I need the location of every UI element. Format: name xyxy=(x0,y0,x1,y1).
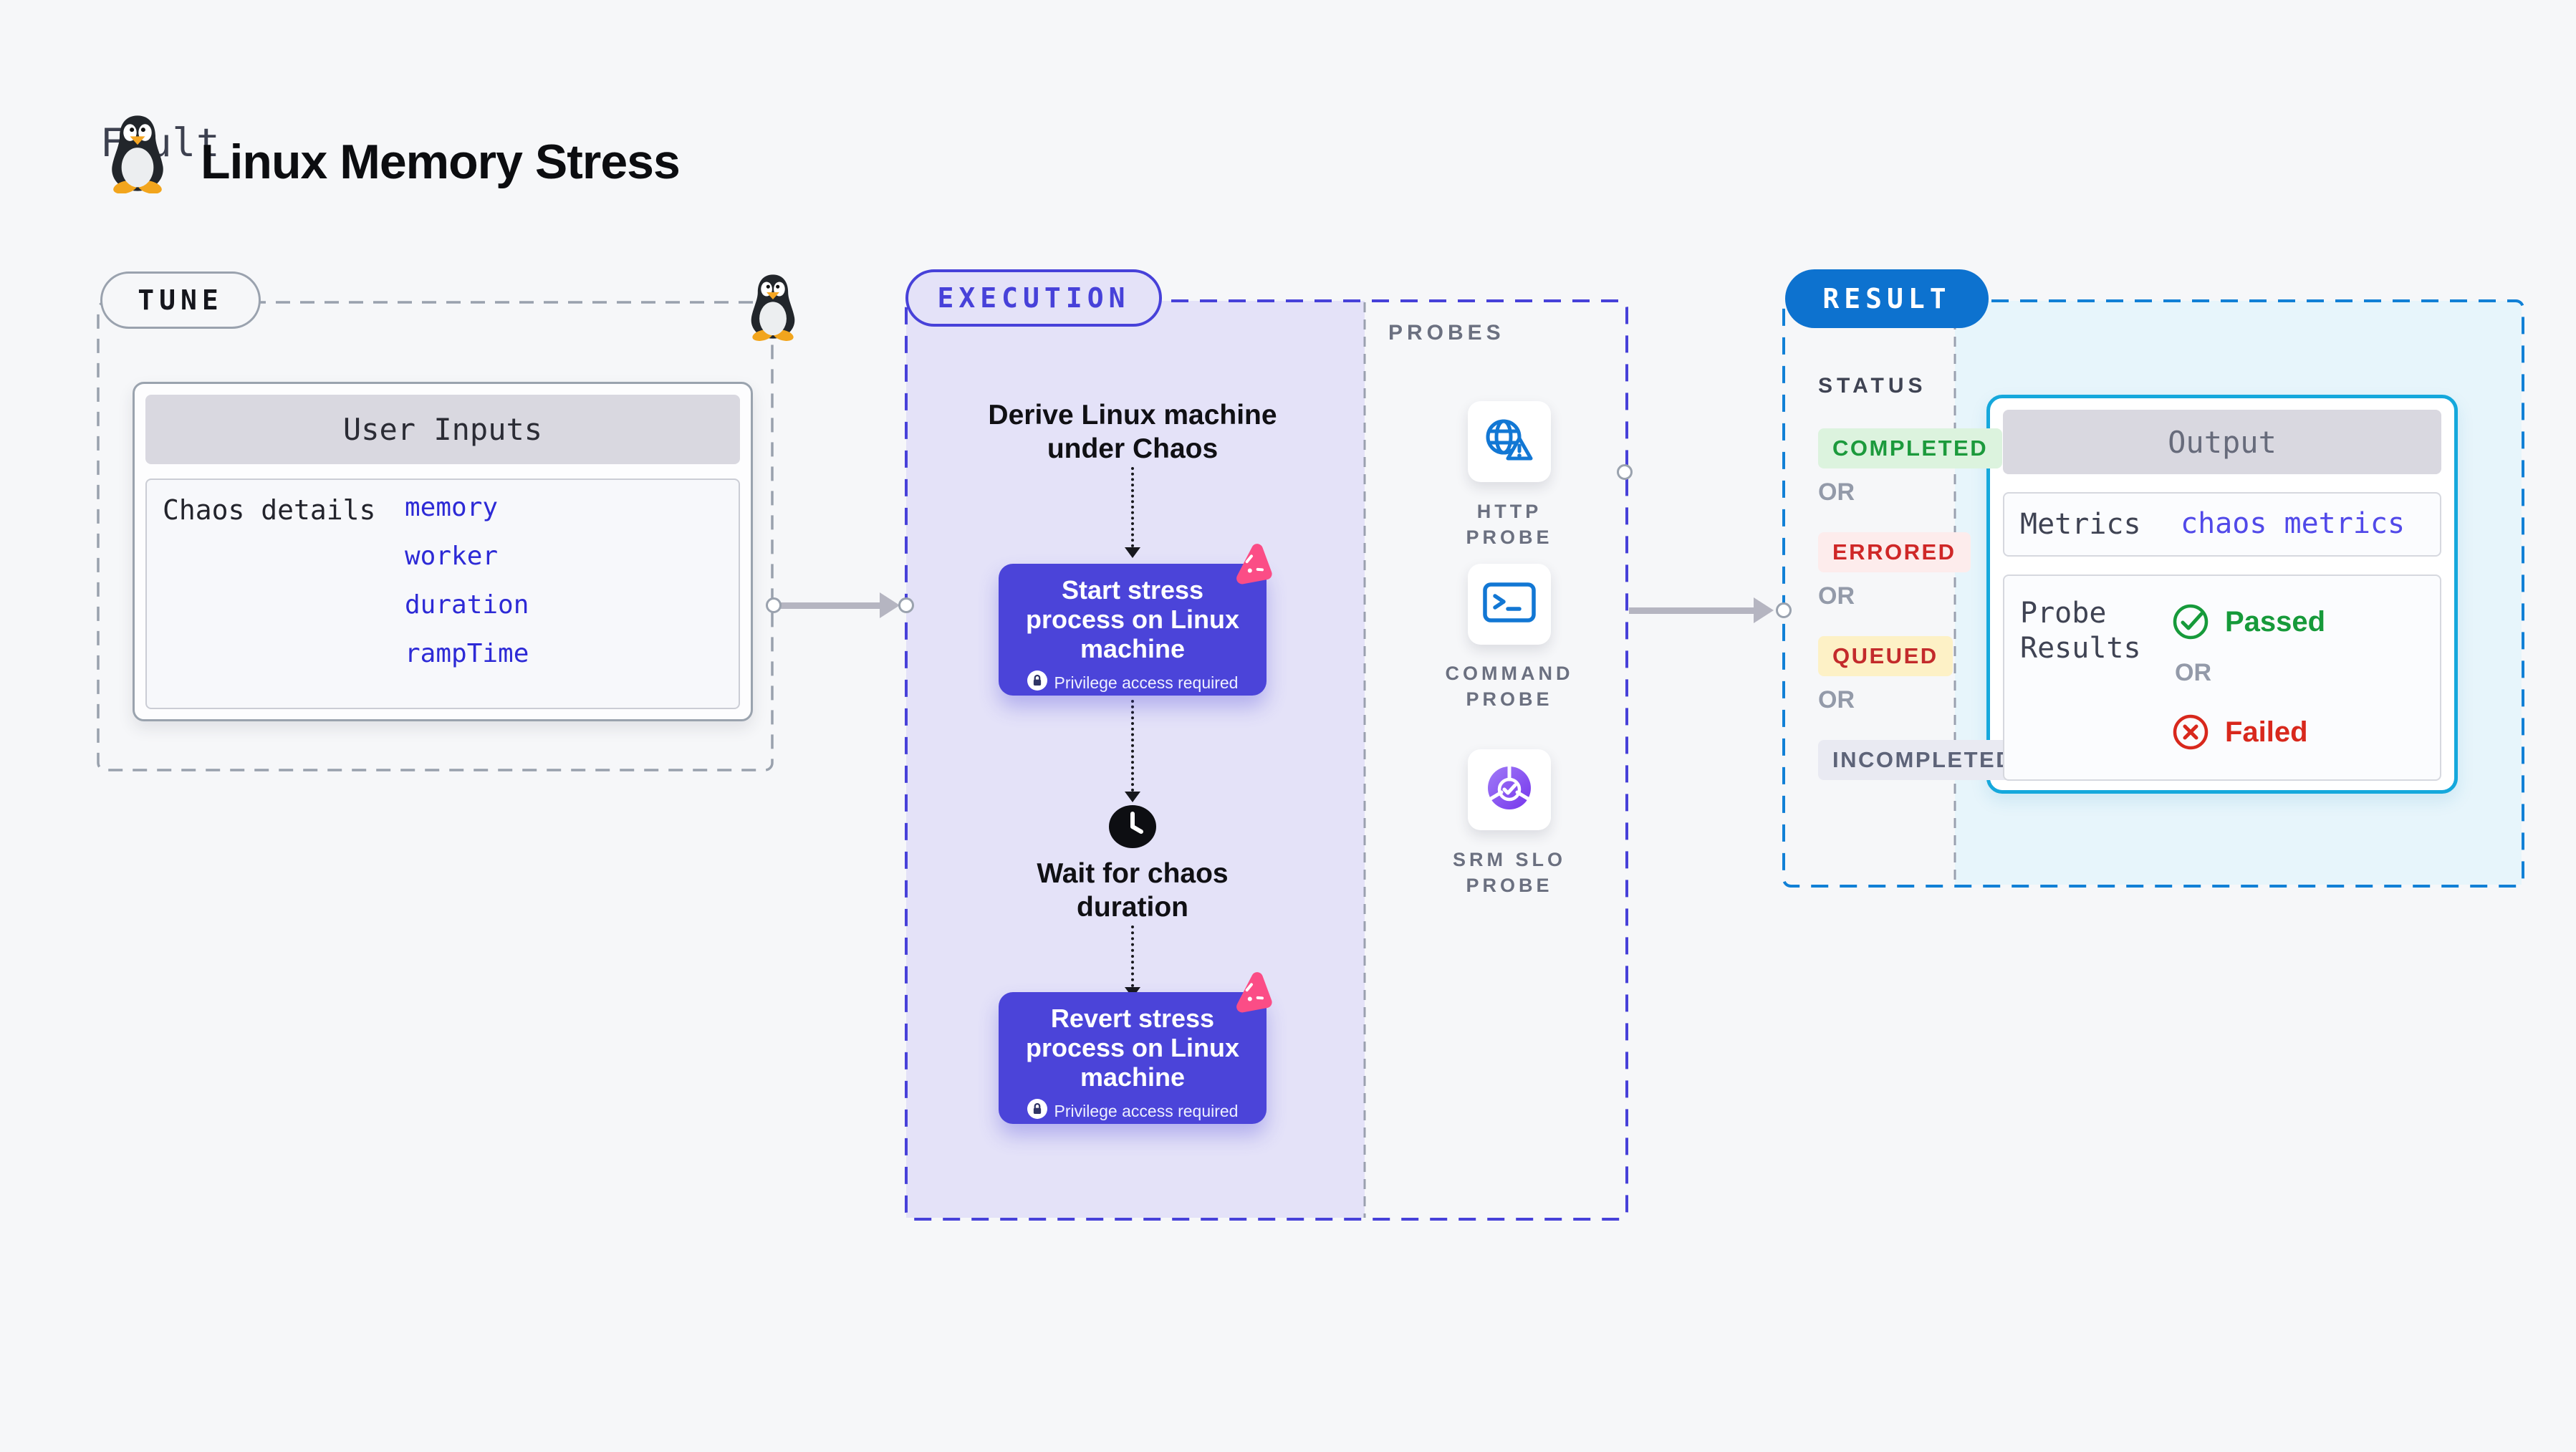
tune-to-execution-arrowhead xyxy=(880,592,900,618)
http-probe-card xyxy=(1468,401,1551,482)
revert-stress-node-label: Revert stress process on Linux machine xyxy=(1025,1004,1240,1092)
terminal-icon xyxy=(1482,582,1537,627)
clock-icon xyxy=(1108,804,1157,850)
tux-penguin-icon xyxy=(105,113,170,194)
x-circle-icon xyxy=(2172,713,2209,751)
chaos-badge-icon xyxy=(1226,970,1275,1017)
or-separator: OR xyxy=(1818,686,1855,713)
status-badge-incompleted: INCOMPLETED xyxy=(1818,740,2029,780)
check-circle-icon xyxy=(2172,603,2209,640)
output-header: Output xyxy=(2003,410,2441,474)
input-value-memory: memory xyxy=(405,493,499,522)
status-badge-errored: ERRORED xyxy=(1818,532,1971,572)
http-probe-label: HTTP PROBE xyxy=(1466,501,1553,548)
input-value-duration: duration xyxy=(405,590,529,620)
failed-label: Failed xyxy=(2225,716,2308,748)
slo-pie-check-icon xyxy=(1484,762,1535,817)
result-pill: RESULT xyxy=(1785,269,1989,328)
chaos-badge-icon xyxy=(1226,542,1275,589)
srm-slo-probe-card xyxy=(1468,749,1551,830)
srm-slo-probe-label: SRM SLO PROBE xyxy=(1452,849,1566,896)
chaos-details-label: Chaos details xyxy=(163,494,376,526)
execution-to-result-arrowhead xyxy=(1754,597,1774,623)
globe-warning-icon xyxy=(1482,417,1537,466)
input-value-ramptime: rampTime xyxy=(405,639,529,668)
probes-label: PROBES xyxy=(1388,321,1505,345)
passed-label: Passed xyxy=(2225,606,2326,638)
or-separator: OR xyxy=(1818,479,1855,506)
or-separator: OR xyxy=(1818,582,1855,610)
tune-pill: TUNE xyxy=(100,271,261,329)
page-title: Linux Memory Stress xyxy=(201,135,681,189)
connector-dot xyxy=(1617,464,1633,480)
start-stress-node-label: Start stress process on Linux machine xyxy=(1025,575,1240,663)
privilege-note: Privilege access required xyxy=(1054,673,1239,692)
command-probe-card xyxy=(1468,564,1551,645)
user-inputs-header: User Inputs xyxy=(145,395,740,464)
connector-dot xyxy=(1776,602,1792,618)
tux-penguin-small-icon xyxy=(745,272,801,341)
privilege-note: Privilege access required xyxy=(1054,1101,1239,1120)
or-separator: OR xyxy=(2175,659,2211,686)
input-value-worker: worker xyxy=(405,542,499,571)
command-probe-label: COMMAND PROBE xyxy=(1445,663,1574,710)
execution-pill: EXECUTION xyxy=(905,269,1162,327)
metrics-label: Metrics xyxy=(2020,508,2141,541)
connector-dot xyxy=(898,597,914,613)
status-badge-completed: COMPLETED xyxy=(1818,428,2003,468)
connector-dot xyxy=(766,597,782,613)
tune-to-execution-arrow xyxy=(777,602,880,609)
status-badge-queued: QUEUED xyxy=(1818,636,1953,676)
execution-to-result-arrow xyxy=(1629,607,1755,614)
metrics-value: chaos metrics xyxy=(2181,507,2406,540)
status-title: STATUS xyxy=(1818,374,1927,398)
lock-icon xyxy=(1027,670,1047,695)
probe-results-label: Probe Results xyxy=(2020,597,2141,665)
lock-icon xyxy=(1027,1099,1047,1123)
derive-step-text: Derive Linux machine under Chaos xyxy=(988,400,1277,464)
wait-step-text: Wait for chaos duration xyxy=(1037,858,1229,923)
